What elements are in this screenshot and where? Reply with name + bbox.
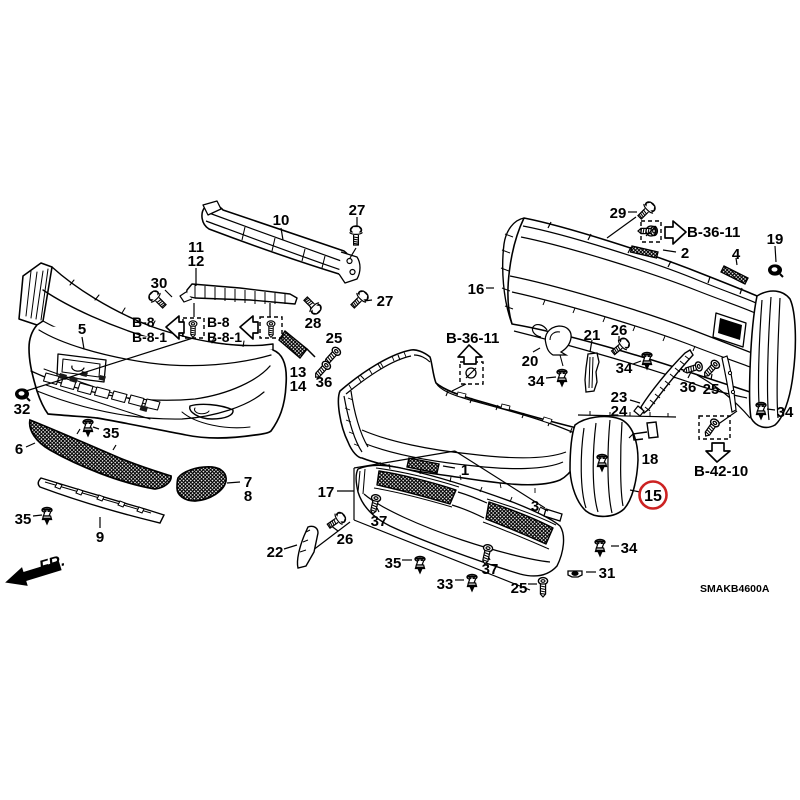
svg-text:B-36-11: B-36-11 [446,330,499,347]
svg-text:13: 13 [290,364,307,381]
svg-text:27: 27 [349,202,366,219]
svg-text:35: 35 [103,425,120,442]
svg-text:36: 36 [316,374,333,391]
svg-text:B-8-1: B-8-1 [207,329,242,345]
svg-text:37: 37 [482,561,499,578]
svg-text:10: 10 [273,212,290,229]
svg-text:B-42-10: B-42-10 [694,463,748,480]
svg-text:B-8: B-8 [207,314,230,330]
svg-text:35: 35 [15,511,32,528]
svg-text:B-8-1: B-8-1 [132,329,167,345]
svg-text:2: 2 [681,245,689,262]
svg-text:31: 31 [599,565,616,582]
svg-text:34: 34 [621,540,638,557]
svg-text:19: 19 [767,231,784,248]
svg-text:33: 33 [437,576,454,593]
svg-text:4: 4 [732,246,741,263]
svg-text:28: 28 [305,315,322,332]
svg-text:37: 37 [371,513,388,530]
svg-text:1: 1 [461,462,469,479]
svg-text:SMAKB4600A: SMAKB4600A [700,583,770,595]
svg-text:25: 25 [703,381,720,398]
svg-text:36: 36 [680,379,697,396]
svg-text:14: 14 [290,378,307,395]
svg-text:25: 25 [511,580,528,597]
svg-text:16: 16 [468,281,485,298]
svg-text:26: 26 [337,531,354,548]
svg-text:15: 15 [644,488,662,505]
svg-text:29: 29 [610,205,627,222]
svg-text:34: 34 [616,360,633,377]
svg-text:21: 21 [584,327,601,344]
svg-text:22: 22 [267,544,284,561]
svg-text:7: 7 [244,474,252,491]
svg-text:27: 27 [377,293,394,310]
svg-text:6: 6 [15,441,23,458]
svg-text:35: 35 [385,555,402,572]
svg-text:FR.: FR. [37,552,66,575]
svg-text:20: 20 [522,353,539,370]
svg-text:34: 34 [777,404,794,421]
svg-text:5: 5 [78,321,86,338]
svg-text:B-36-11: B-36-11 [687,224,740,241]
svg-text:12: 12 [188,253,205,270]
svg-text:23: 23 [611,389,628,406]
svg-text:9: 9 [96,529,104,546]
svg-text:24: 24 [611,403,628,420]
svg-text:11: 11 [188,239,204,256]
svg-text:26: 26 [611,322,628,339]
svg-text:25: 25 [326,330,343,347]
svg-text:32: 32 [14,401,31,418]
svg-text:8: 8 [244,488,252,505]
svg-text:3: 3 [531,498,539,515]
svg-text:18: 18 [642,451,659,468]
svg-text:30: 30 [151,275,168,292]
svg-text:17: 17 [318,484,335,501]
svg-text:34: 34 [528,373,545,390]
svg-text:B-8: B-8 [132,314,155,330]
